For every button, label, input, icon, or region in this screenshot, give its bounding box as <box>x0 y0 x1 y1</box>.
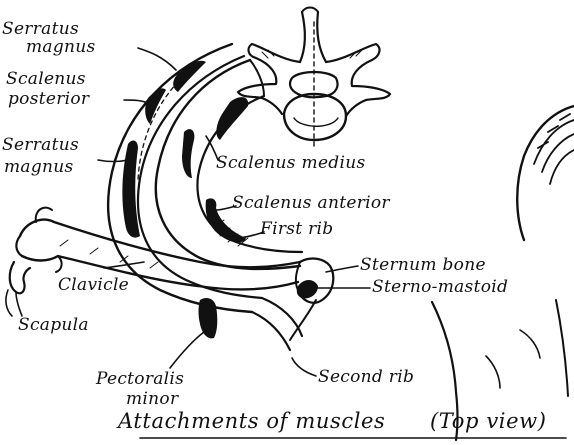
serratus-magnus-lower-attachment <box>122 141 140 238</box>
label-scapula: Scapula <box>18 315 89 335</box>
label-pectoralis-minor-1: Pectoralis <box>95 369 184 389</box>
label-scalenus-posterior-1: Scalenus <box>6 69 86 89</box>
scalenus-posterior-attachment <box>145 88 166 124</box>
caption: Attachments of muscles (Top view) <box>116 409 566 438</box>
label-serratus-magnus-upper-2: magnus <box>26 37 96 57</box>
label-first-rib: First rib <box>259 219 333 239</box>
label-clavicle: Clavicle <box>58 275 129 295</box>
caption-view: (Top view) <box>430 409 547 433</box>
sternum-bone <box>290 259 333 340</box>
label-scalenus-anterior: Scalenus anterior <box>232 193 390 213</box>
label-sternum-bone: Sternum bone <box>360 255 486 275</box>
label-sterno-mastoid: Sterno-mastoid <box>372 277 508 297</box>
pectoralis-minor-attachment <box>199 298 218 338</box>
caption-title: Attachments of muscles <box>116 409 385 433</box>
labels: Serratus magnus Scalenus posterior Serra… <box>2 19 508 409</box>
label-pectoralis-minor-2: minor <box>126 389 179 409</box>
label-serratus-magnus-lower-1: Serratus <box>2 135 79 155</box>
label-second-rib: Second rib <box>318 367 414 387</box>
label-serratus-magnus-upper-1: Serratus <box>2 19 79 39</box>
scapula <box>6 262 30 316</box>
scalenus-medius-attachment <box>216 97 248 140</box>
serratus-magnus-upper-attachment <box>173 61 206 92</box>
label-scalenus-posterior-2: posterior <box>8 89 90 109</box>
label-scalenus-medius: Scalenus medius <box>216 153 366 173</box>
label-serratus-magnus-lower-2: magnus <box>4 157 74 177</box>
